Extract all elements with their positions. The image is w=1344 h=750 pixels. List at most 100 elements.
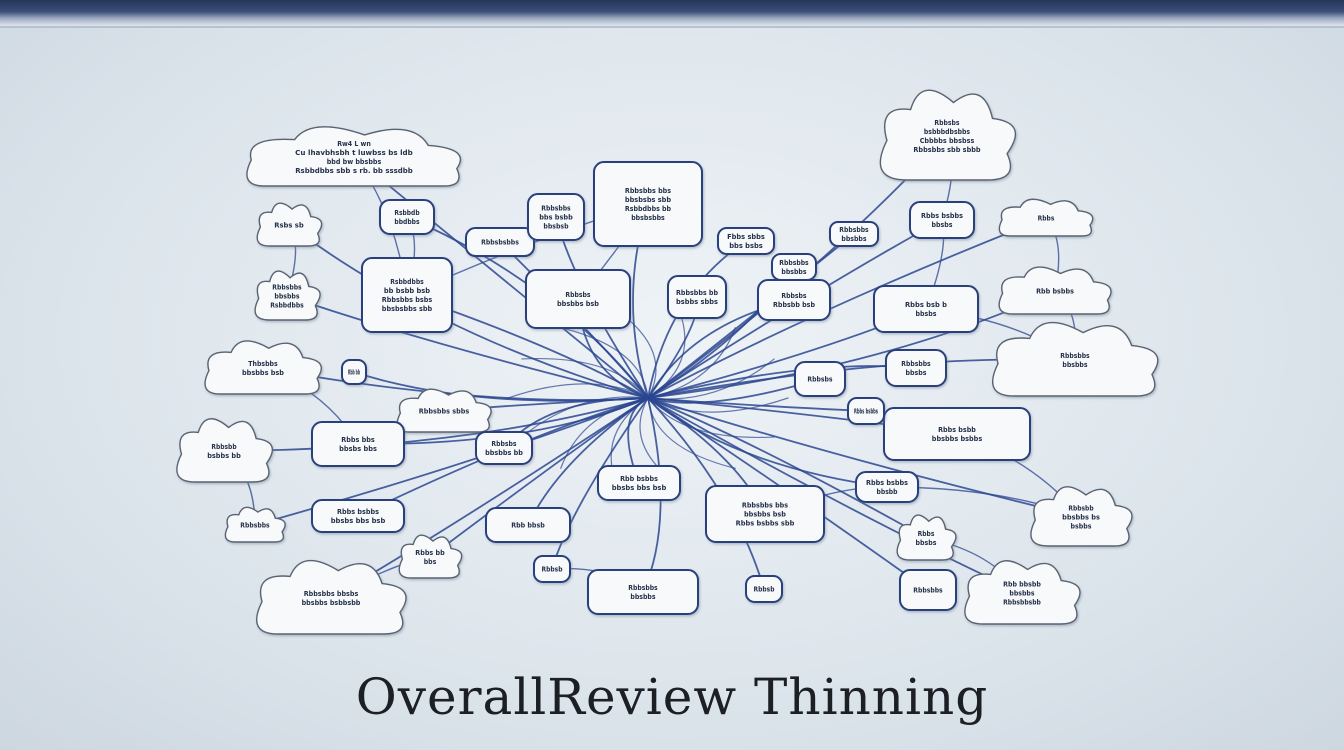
diagram-title: OverallReview Thinning [355, 668, 989, 726]
node-label: bbsbbs bsbbs [932, 435, 982, 443]
node-label: Rbbsbbs bbs [742, 501, 788, 509]
node-shape [256, 559, 407, 635]
node-label: bbsbbs [1062, 361, 1087, 369]
node-label: bbsbsbbs [631, 214, 665, 222]
node-shape [311, 499, 405, 533]
node-label: bbsbs [906, 369, 927, 377]
node-label: bbsbbs bs [1062, 513, 1100, 521]
node-label: Rbbsbb [1068, 504, 1093, 512]
node-shape [204, 340, 322, 395]
node-label: bbsbs [916, 539, 937, 547]
node-shape [533, 555, 571, 583]
node-label: bbsbs [916, 310, 937, 318]
node-label: bbsbsb [543, 222, 568, 230]
node-shape [256, 202, 323, 247]
connector-line [521, 357, 649, 399]
node-label: Rbbs bsbbs [921, 212, 963, 220]
node-label: Rbbsbbs [901, 360, 930, 368]
node-label: Rbbs bsbb [938, 426, 976, 434]
box-node: Rbbsbsbbs [465, 227, 535, 257]
node-label: bbsbs bbs bsb [331, 517, 386, 525]
node-label: Rsbbdbbs [390, 278, 424, 286]
node-label: Rsbbdbbs sbb s rb. bb sssdbb [295, 167, 413, 175]
connector-line [647, 378, 821, 404]
connector-line [551, 397, 649, 570]
connector-line [647, 397, 736, 469]
node-shape [757, 279, 831, 321]
node-label: bbs bsbb [539, 213, 573, 221]
node-label: bbsbbs bsb [242, 369, 284, 377]
node-shape [998, 266, 1112, 315]
node-shape [396, 388, 492, 433]
node-shape [224, 506, 286, 543]
node-shape [254, 270, 321, 321]
connector-line [647, 397, 1023, 594]
node-label: bbsbbs [781, 268, 806, 276]
node-label: bbs [424, 558, 437, 566]
node-shape [705, 485, 825, 543]
node-shape [883, 407, 1031, 461]
connector-line [521, 396, 649, 438]
node-shape [597, 465, 681, 501]
node-label: Rbbsbsbbs [481, 238, 519, 246]
node-label: Rbbsbbs [913, 586, 942, 594]
node-label: Rbbsbs [807, 375, 832, 383]
node-label: Rbbsbbs bbsbs [304, 590, 359, 598]
node-shape [847, 397, 885, 425]
node-shape [855, 471, 919, 503]
node-shape [964, 560, 1081, 625]
node-shape [745, 575, 783, 603]
node-label: Rbbsbbs bbs [625, 187, 671, 195]
node-label: bbsbs bbs [339, 445, 377, 453]
node-shape [909, 201, 975, 239]
connector-line [647, 397, 929, 591]
node-label: Rbb bbsb [511, 521, 545, 529]
node-shape [593, 161, 703, 247]
node-label: Rbbsb [754, 585, 775, 593]
node-label: bbdbbs [394, 218, 419, 226]
node-label: bbsbbs [630, 593, 655, 601]
node-label: Rsbbdb [394, 209, 419, 217]
node-shape [587, 569, 699, 615]
connector-line [647, 397, 1082, 518]
node-label: Rbbsbbs [779, 259, 808, 267]
node-label: Rbbsbbs [272, 283, 301, 291]
node-label: Rbbsbb [211, 443, 236, 451]
node-label: bbsbbs bsb [744, 510, 786, 518]
connector-line [647, 397, 775, 439]
node-label: bsbbs sbbs [676, 298, 718, 306]
top-frame-bar [0, 0, 1344, 26]
node-shape [992, 321, 1159, 397]
node-label: Rbbs bsbbs [866, 479, 908, 487]
node-shape [896, 514, 957, 561]
node-shape [475, 431, 533, 465]
node-label: bbs bsbs [729, 242, 763, 250]
node-label: Rbb bsbbs [1036, 287, 1074, 295]
node-label: Cbbbbs bbsbss [920, 137, 975, 145]
node-shape [1030, 486, 1133, 547]
node-label: Rbbs bbs [341, 436, 375, 444]
node-label: Fbbs sbbs [727, 233, 765, 241]
node-label: Thbsbbs [248, 360, 277, 368]
node-label: Rbbs bsbbs sbb [736, 519, 795, 527]
cloud-node: Rbbs bbbbs [398, 534, 463, 579]
node-shape [667, 275, 727, 319]
connector-line [647, 358, 775, 400]
connector-line [507, 383, 649, 399]
node-shape [246, 126, 462, 187]
